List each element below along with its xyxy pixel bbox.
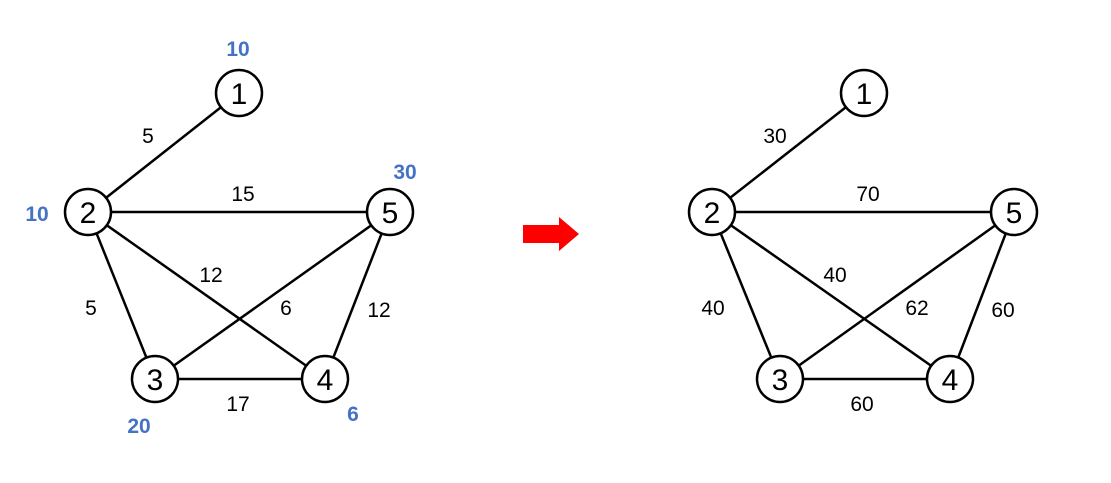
node-value-4: 6 bbox=[347, 403, 359, 426]
graph-right: 30 70 40 40 62 60 60 1 2 3 4 bbox=[687, 68, 1039, 416]
node-1: 1 bbox=[839, 68, 889, 118]
edge-weight-2-5: 70 bbox=[856, 183, 879, 206]
node-values: 10 10 20 6 30 bbox=[25, 38, 416, 438]
node-label: 4 bbox=[942, 364, 959, 397]
graph-left: 5 15 12 5 6 12 17 1 2 3 4 bbox=[25, 38, 416, 438]
edge-4-5 bbox=[323, 211, 392, 380]
node-label: 5 bbox=[382, 197, 399, 230]
node-label: 1 bbox=[856, 78, 873, 111]
node-2: 2 bbox=[687, 187, 737, 237]
node-label: 3 bbox=[147, 364, 164, 397]
node-label: 4 bbox=[317, 364, 334, 397]
edge-weight-2-3: 40 bbox=[701, 297, 724, 320]
node-value-1: 10 bbox=[226, 38, 249, 61]
edge-weights: 5 15 12 5 6 12 17 bbox=[85, 125, 391, 416]
edge-weight-2-4: 12 bbox=[199, 264, 222, 287]
edge-weight-3-4: 17 bbox=[226, 393, 249, 416]
node-4: 4 bbox=[925, 354, 975, 404]
node-label: 2 bbox=[80, 197, 97, 230]
edge-weight-3-4: 60 bbox=[850, 393, 873, 416]
node-5: 5 bbox=[365, 187, 415, 237]
edge-weight-1-2: 30 bbox=[763, 125, 786, 148]
edge-weight-2-4: 40 bbox=[823, 264, 846, 287]
edge-2-4 bbox=[87, 210, 326, 381]
edge-3-5 bbox=[154, 210, 391, 381]
node-2: 2 bbox=[63, 187, 113, 237]
edge-weight-4-5: 12 bbox=[367, 299, 390, 322]
node-label: 5 bbox=[1006, 197, 1023, 230]
edge-weight-2-3: 5 bbox=[85, 297, 97, 320]
edge-weight-3-5: 6 bbox=[280, 297, 292, 320]
node-3: 3 bbox=[755, 354, 805, 404]
edge-2-3 bbox=[710, 211, 782, 380]
node-4: 4 bbox=[300, 354, 350, 404]
node-value-3: 20 bbox=[127, 415, 150, 438]
node-5: 5 bbox=[989, 187, 1039, 237]
node-value-2: 10 bbox=[25, 203, 48, 226]
nodes: 1 2 3 4 5 bbox=[63, 68, 415, 404]
edge-weight-2-5: 15 bbox=[231, 183, 254, 206]
edge-4-5 bbox=[948, 211, 1016, 380]
edges bbox=[86, 92, 392, 381]
edge-weight-4-5: 60 bbox=[991, 299, 1014, 322]
edges bbox=[710, 92, 1016, 381]
node-1: 1 bbox=[214, 68, 264, 118]
edge-2-3 bbox=[86, 211, 157, 380]
node-label: 3 bbox=[772, 364, 789, 397]
node-label: 1 bbox=[231, 78, 248, 111]
right-arrow-icon bbox=[523, 217, 579, 251]
node-3: 3 bbox=[130, 354, 180, 404]
nodes: 1 2 3 4 5 bbox=[687, 68, 1039, 404]
edge-1-2 bbox=[711, 92, 865, 213]
edge-weight-3-5: 62 bbox=[905, 297, 928, 320]
node-label: 2 bbox=[704, 197, 721, 230]
edge-weights: 30 70 40 40 62 60 60 bbox=[701, 125, 1014, 416]
edge-weight-1-2: 5 bbox=[142, 125, 154, 148]
node-value-5: 30 bbox=[393, 161, 416, 184]
edge-3-5 bbox=[779, 210, 1015, 381]
edge-1-2 bbox=[87, 92, 240, 213]
edge-2-4 bbox=[711, 210, 951, 381]
